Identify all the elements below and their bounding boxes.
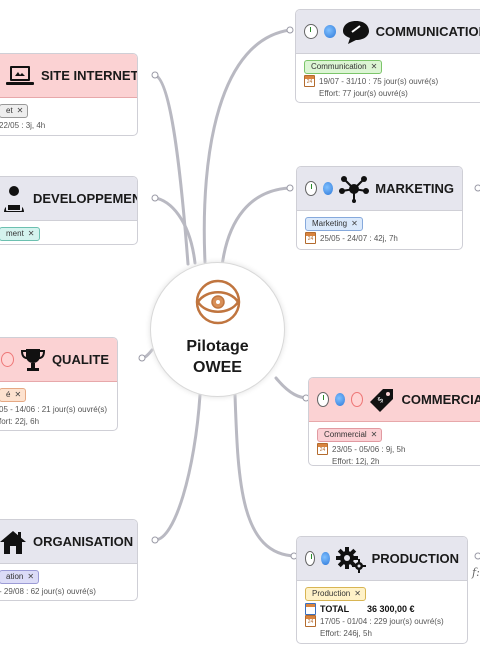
total-value: 36 300,00 € <box>366 604 415 614</box>
resource-tag[interactable]: Commercial✕ <box>317 428 383 442</box>
calendar-icon: 24 <box>304 75 315 87</box>
node-effort: fort: 22j, 6h <box>0 417 40 426</box>
eye-icon <box>195 279 240 325</box>
tag-label: é <box>6 390 11 399</box>
calendar-icon: 24 <box>317 443 328 455</box>
central-title-line2: OWEE <box>193 359 242 376</box>
node-effort: Effort: 246j, 5h <box>320 629 372 639</box>
remove-tag-icon[interactable]: ✕ <box>354 589 361 598</box>
remove-tag-icon[interactable]: ✕ <box>16 106 24 115</box>
node-effort: Effort: 12j, 2h <box>332 457 380 466</box>
node-developpement[interactable]: DEVELOPPEMENT ment✕ <box>0 176 138 245</box>
node-title: COMMUNICATION <box>375 24 480 39</box>
node-organisation[interactable]: ORGANISATION ation✕ - 29/08 : 62 jour(s)… <box>0 519 138 601</box>
resource-tag[interactable]: ment✕ <box>0 227 40 241</box>
alarm-icon <box>351 392 364 407</box>
node-dates: - 29/08 : 62 jour(s) ouvré(s) <box>0 587 96 596</box>
node-production[interactable]: PRODUCTION Production✕ TOTAL 36 300,00 €… <box>296 536 468 644</box>
node-site-internet[interactable]: SITE INTERNET et✕ 22/05 : 3j, 4h <box>0 53 138 136</box>
clock-icon <box>305 181 318 196</box>
resource-tag[interactable]: Marketing✕ <box>305 217 363 231</box>
tag-label: Communication <box>311 62 367 71</box>
node-qualite[interactable]: QUALITE é✕ 05 - 14/06 : 21 jour(s) ouvré… <box>0 337 118 431</box>
node-marketing[interactable]: MARKETING Marketing✕ 24 25/05 - 24/07 : 4… <box>296 166 463 250</box>
node-dates: 17/05 - 01/04 : 229 jour(s) ouvré(s) <box>320 617 444 627</box>
laptop-icon <box>5 61 35 91</box>
clock-icon <box>317 392 330 407</box>
node-dates: 25/05 - 24/07 : 42j, 7h <box>320 234 398 244</box>
house-icon <box>0 527 27 557</box>
node-communication[interactable]: COMMUNICATION Communication✕ 24 19/07 - 3… <box>295 9 480 103</box>
remove-tag-icon[interactable]: ✕ <box>27 229 35 238</box>
remove-tag-icon[interactable]: ✕ <box>370 430 378 439</box>
resource-tag[interactable]: Communication✕ <box>304 60 383 74</box>
calendar-icon: 24 <box>305 232 316 244</box>
alarm-icon <box>1 352 14 367</box>
svg-text:$: $ <box>376 394 386 404</box>
node-title: PRODUCTION <box>371 551 459 566</box>
globe-icon <box>323 182 334 195</box>
clock-icon <box>304 24 318 39</box>
calendar-icon: 24 <box>305 615 316 627</box>
node-dates: 19/07 - 31/10 : 75 jour(s) ouvré(s) <box>319 77 439 87</box>
developer-icon <box>1 184 27 214</box>
resource-tag[interactable]: Production✕ <box>305 587 366 601</box>
node-title: QUALITE <box>51 352 109 367</box>
clock-icon <box>305 551 316 566</box>
remove-tag-icon[interactable]: ✕ <box>351 219 358 228</box>
tag-label: Production <box>312 589 351 598</box>
tag-label: Marketing <box>312 219 348 228</box>
trophy-icon <box>20 345 46 375</box>
document-icon <box>305 602 316 615</box>
formula-icon: f: <box>472 566 480 579</box>
network-icon <box>339 174 370 204</box>
node-commercial[interactable]: $ COMMERCIAL Commercial✕ 24 23/05 - 05/06… <box>308 377 480 466</box>
speech-bubble-icon <box>342 17 370 47</box>
globe-icon <box>323 25 336 38</box>
globe-icon <box>335 393 346 406</box>
tag-label: Commercial <box>324 430 367 439</box>
tag-label: ment <box>6 229 24 238</box>
resource-tag[interactable]: é✕ <box>0 388 27 402</box>
central-topic[interactable]: Pilotage OWEE <box>150 262 285 397</box>
node-dates: 22/05 : 3j, 4h <box>0 121 46 130</box>
total-label: TOTAL <box>320 604 350 614</box>
central-title-line1: Pilotage <box>186 338 249 355</box>
tag-label: et <box>6 106 13 115</box>
remove-tag-icon[interactable]: ✕ <box>14 390 22 399</box>
node-dates: 05 - 14/06 : 21 jour(s) ouvré(s) <box>0 405 108 414</box>
node-title: MARKETING <box>375 181 454 196</box>
resource-tag[interactable]: et✕ <box>0 104 29 118</box>
remove-tag-icon[interactable]: ✕ <box>370 62 378 71</box>
gears-icon <box>335 544 366 574</box>
node-effort: Effort: 77 jour(s) ouvré(s) <box>319 89 408 99</box>
tag-label: ation <box>6 572 24 581</box>
resource-tag[interactable]: ation✕ <box>0 570 40 584</box>
globe-icon <box>321 552 330 565</box>
price-tag-icon: $ <box>369 385 395 415</box>
node-title: SITE INTERNET <box>41 68 138 83</box>
node-title: DEVELOPPEMENT <box>33 191 138 206</box>
node-dates: 23/05 - 05/06 : 9j, 5h <box>332 445 406 455</box>
node-title: COMMERCIAL <box>401 392 480 407</box>
node-title: ORGANISATION <box>33 534 134 549</box>
remove-tag-icon[interactable]: ✕ <box>27 572 35 581</box>
